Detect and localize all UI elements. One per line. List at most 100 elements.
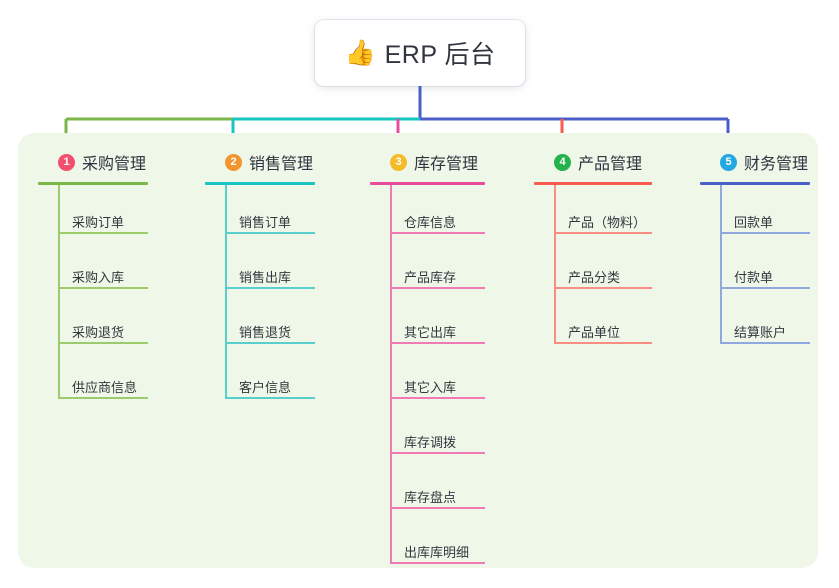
root-node-label: ERP 后台 [384,41,496,69]
leaf-item[interactable]: 销售订单 [225,185,355,240]
leaf-item-label: 采购订单 [72,215,125,230]
leaf-item-label: 库存调拨 [404,435,457,450]
leaf-item[interactable]: 采购退货 [58,295,188,350]
leaf-item[interactable]: 客户信息 [225,350,355,405]
column-header-rule [370,182,485,185]
leaf-item[interactable]: 其它入库 [390,350,525,405]
leaf-item[interactable]: 销售出库 [225,240,355,295]
leaf-spine [58,185,60,399]
leaf-item[interactable]: 其它出库 [390,295,525,350]
column-header-rule [205,182,315,185]
leaf-item-rule [225,397,315,399]
leaf-item-rule [390,232,485,234]
leaf-item-label: 其它入库 [404,380,457,395]
diagram-panel [18,133,818,568]
leaf-item-label: 销售退货 [239,325,292,340]
leaf-item-label: 出库库明细 [404,545,470,560]
leaf-item-rule [720,232,810,234]
leaf-item-rule [225,232,315,234]
leaf-item-rule [390,562,485,564]
column-采购管理: 1 采购管理采购订单采购入库采购退货供应商信息 [38,148,188,405]
leaf-item-label: 供应商信息 [72,380,138,395]
leaf-item-rule [554,287,652,289]
leaf-list: 销售订单销售出库销售退货客户信息 [205,185,355,405]
column-财务管理: 5 财务管理回款单付款单结算账户 [700,148,839,350]
leaf-item-label: 采购退货 [72,325,125,340]
leaf-item[interactable]: 采购订单 [58,185,188,240]
leaf-item-label: 其它出库 [404,325,457,340]
leaf-list: 仓库信息产品库存其它出库其它入库库存调拨库存盘点出库库明细 [370,185,525,570]
column-header-rule [534,182,652,185]
leaf-spine [390,185,392,564]
column-badge-4: 4 [554,153,571,171]
leaf-item-label: 库存盘点 [404,490,457,505]
leaf-item[interactable]: 产品单位 [554,295,694,350]
column-title: 产品管理 [578,156,643,173]
leaf-item-label: 产品（物料） [568,215,647,230]
leaf-item-rule [720,342,810,344]
leaf-spine [720,185,722,344]
leaf-item-rule [58,342,148,344]
leaf-item[interactable]: 出库库明细 [390,515,525,570]
root-node[interactable]: 👍 ERP 后台 [315,20,525,86]
column-header-产品管理[interactable]: 4 产品管理 [534,148,694,176]
leaf-item-label: 付款单 [734,270,774,285]
leaf-item-rule [390,287,485,289]
leaf-item-label: 产品单位 [568,325,621,340]
leaf-item[interactable]: 销售退货 [225,295,355,350]
leaf-item[interactable]: 仓库信息 [390,185,525,240]
column-header-采购管理[interactable]: 1 采购管理 [38,148,188,176]
leaf-item-rule [390,342,485,344]
leaf-item-label: 客户信息 [239,380,292,395]
leaf-item[interactable]: 产品分类 [554,240,694,295]
column-title: 采购管理 [82,156,147,173]
leaf-item[interactable]: 产品库存 [390,240,525,295]
leaf-item-label: 回款单 [734,215,774,230]
leaf-item-label: 结算账户 [734,325,787,340]
leaf-item-rule [58,232,148,234]
leaf-item[interactable]: 库存调拨 [390,405,525,460]
leaf-item[interactable]: 付款单 [720,240,839,295]
column-header-库存管理[interactable]: 3 库存管理 [370,148,525,176]
leaf-list: 采购订单采购入库采购退货供应商信息 [38,185,188,405]
leaf-item-label: 仓库信息 [404,215,457,230]
leaf-list: 产品（物料） 产品分类产品单位 [534,185,694,350]
leaf-item[interactable]: 结算账户 [720,295,839,350]
column-badge-3: 3 [390,153,407,171]
column-title: 库存管理 [414,156,479,173]
column-header-rule [700,182,810,185]
column-title: 销售管理 [249,156,314,173]
leaf-item-rule [225,287,315,289]
column-库存管理: 3 库存管理仓库信息产品库存其它出库其它入库库存调拨库存盘点出库库明细 [370,148,525,570]
column-badge-5: 5 [720,153,737,171]
leaf-spine [554,185,556,344]
leaf-item-rule [390,507,485,509]
leaf-item-rule [554,342,652,344]
leaf-item-rule [390,397,485,399]
leaf-item-label: 销售出库 [239,270,292,285]
leaf-item-rule [225,342,315,344]
leaf-item-rule [390,452,485,454]
leaf-item[interactable]: 回款单 [720,185,839,240]
column-header-财务管理[interactable]: 5 财务管理 [700,148,839,176]
leaf-item-label: 产品库存 [404,270,457,285]
leaf-item[interactable]: 采购入库 [58,240,188,295]
column-产品管理: 4 产品管理产品（物料） 产品分类产品单位 [534,148,694,350]
leaf-item[interactable]: 供应商信息 [58,350,188,405]
leaf-item-label: 销售订单 [239,215,292,230]
leaf-item-rule [58,287,148,289]
column-header-rule [38,182,148,185]
leaf-item-rule [58,397,148,399]
leaf-spine [225,185,227,399]
thumbs-up-icon: 👍 [344,38,376,67]
leaf-item[interactable]: 库存盘点 [390,460,525,515]
leaf-item-rule [720,287,810,289]
leaf-list: 回款单付款单结算账户 [700,185,839,350]
leaf-item-label: 产品分类 [568,270,621,285]
leaf-item-rule [554,232,652,234]
leaf-item[interactable]: 产品（物料） [554,185,694,240]
column-title: 财务管理 [744,156,809,173]
column-badge-1: 1 [58,153,75,171]
